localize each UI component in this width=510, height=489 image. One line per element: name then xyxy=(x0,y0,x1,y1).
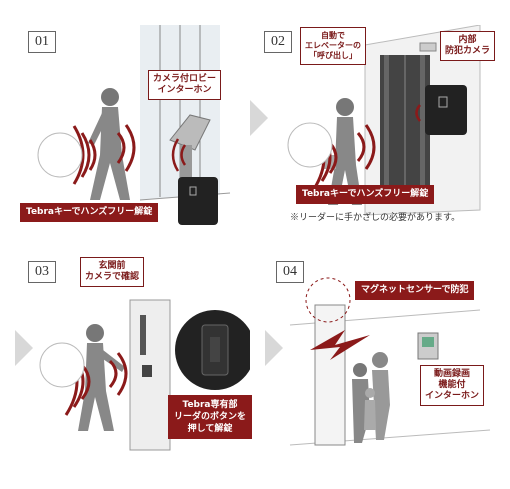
step-number: 01 xyxy=(28,31,56,53)
step-arrow-1 xyxy=(250,100,268,136)
step-number: 02 xyxy=(264,31,292,53)
step-01-panel: 01 カメラ付ロビー インターホン Tebraキーでハンズフリー解錠 xyxy=(20,25,250,230)
step-02-illustration xyxy=(287,25,481,216)
step-number: 04 xyxy=(276,261,304,283)
lobby-intercom-callout: カメラ付ロビー インターホン xyxy=(148,70,222,100)
step-number: 03 xyxy=(28,261,56,283)
handsfree-unlock-callout: Tebraキーでハンズフリー解錠 xyxy=(20,203,159,222)
step-03-panel: 03 玄関前 カメラで確認 Tebra専有部 リーダのボタンを 押して解錠 xyxy=(20,255,253,460)
step-01-illustration xyxy=(37,25,231,225)
handsfree-unlock-callout: Tebraキーでハンズフリー解錠 xyxy=(296,185,435,204)
step-04-panel: 04 マグネットセンサーで防犯 動画録画 機能付 インターホン xyxy=(270,255,500,460)
private-reader-callout: Tebra専有部 リーダのボタンを 押して解錠 xyxy=(168,395,253,439)
step-arrow-3 xyxy=(265,330,283,366)
step-03-illustration xyxy=(39,299,250,451)
elevator-call-callout: 自動で エレベーターの 「呼び出し」 xyxy=(300,27,366,65)
door-camera-callout: 玄関前 カメラで確認 xyxy=(80,257,145,287)
security-camera-callout: 内部 防犯カメラ xyxy=(440,31,496,61)
video-intercom-callout: 動画録画 機能付 インターホン xyxy=(420,365,485,406)
step-04-illustration xyxy=(289,277,491,446)
reader-note: ※リーダーに手かざしの必要があります。 xyxy=(290,213,461,223)
step-02-panel: 02 自動で エレベーターの 「呼び出し」 内部 防犯カメラ Tebraキーでハ… xyxy=(264,25,500,230)
step-arrow-2 xyxy=(15,330,33,366)
magnet-sensor-callout: マグネットセンサーで防犯 xyxy=(355,281,475,300)
